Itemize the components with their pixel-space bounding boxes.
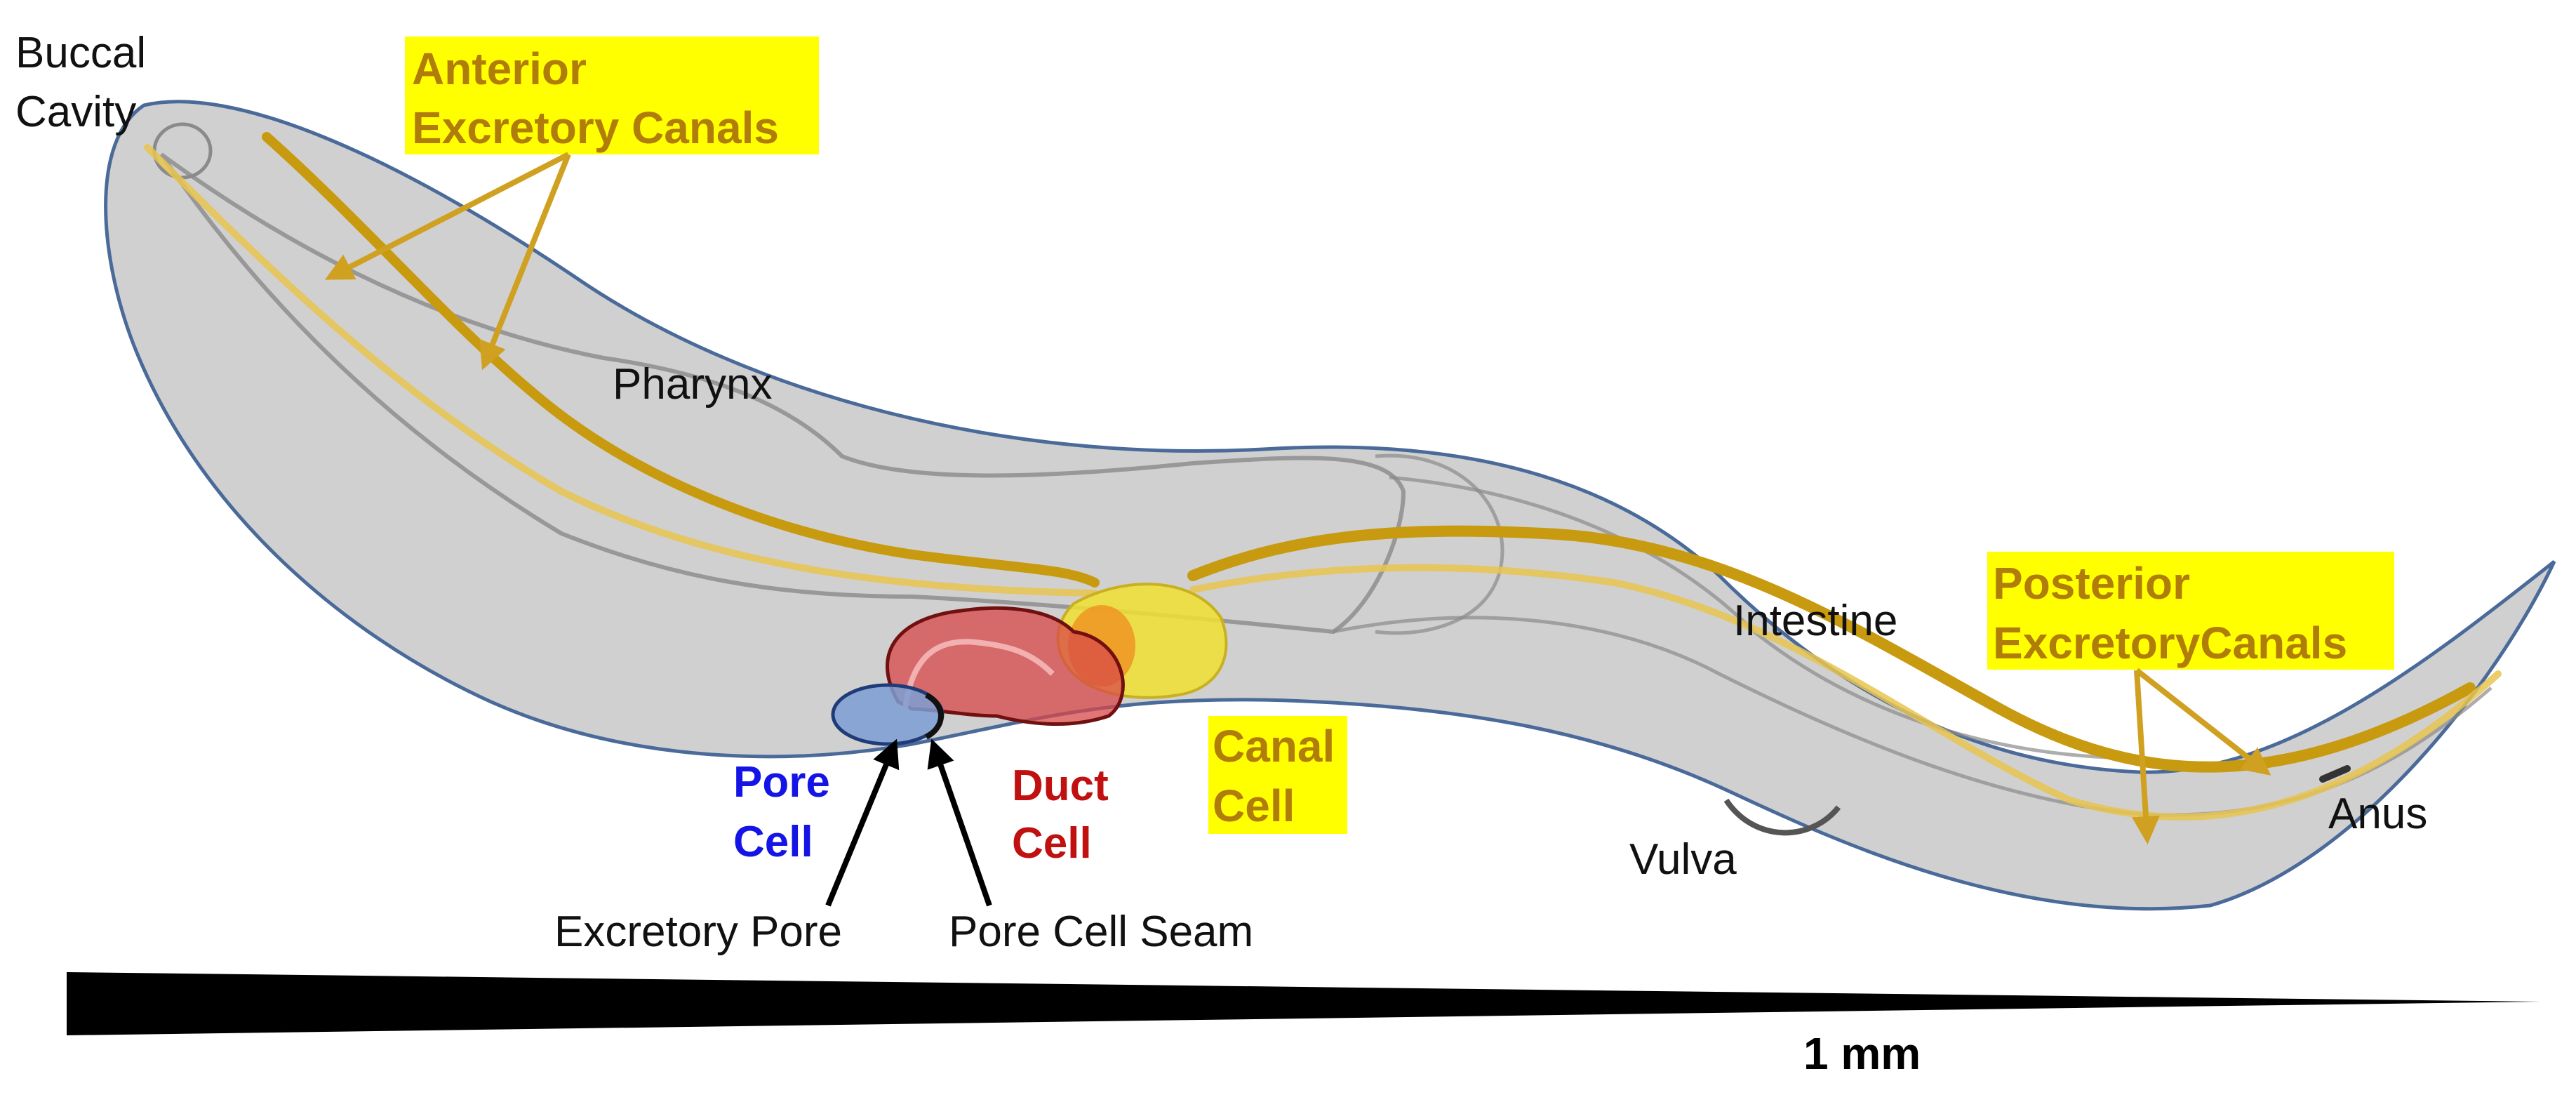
pore-cell-label: Pore Cell — [733, 758, 842, 866]
canal-cell-box — [1208, 716, 1347, 834]
anterior-canals-label-line2: Excretory Canals — [412, 102, 779, 153]
anterior-canals-box — [405, 36, 819, 154]
anterior-canal-lower — [144, 144, 1098, 597]
duct-cell-lumen — [902, 639, 1055, 710]
pore-cell-seam-label: Pore Cell Seam — [949, 908, 1253, 956]
posterior-canals-box — [1987, 552, 2394, 670]
pore-cell-label-line1: Pore — [733, 758, 830, 807]
vulva-label: Vulva — [1629, 835, 1737, 884]
posterior-arrow-2 — [2135, 668, 2271, 776]
duct-cell-label: Duct Cell — [1012, 762, 1121, 868]
canal-cell-label: Canal Cell — [1213, 721, 1347, 831]
excretory-pore-arrow — [825, 738, 900, 907]
duct-cell-label-line1: Duct — [1012, 762, 1109, 810]
duct-cell-label-line2: Cell — [1012, 819, 1092, 868]
scale-bar-label: 1 mm — [1803, 1028, 1921, 1079]
anterior-arrow-2 — [479, 153, 571, 371]
pharynx-outline — [159, 152, 1406, 635]
buccal-cavity-label-line1: Buccal — [15, 29, 146, 77]
intestine-label: Intestine — [1733, 597, 1897, 645]
pore-cell-seam — [924, 692, 944, 740]
posterior-canal-lower — [1189, 564, 2502, 821]
excretory-pore-label: Excretory Pore — [554, 908, 842, 956]
anus-label: Anus — [2328, 790, 2427, 838]
buccal-cavity-label: Buccal Cavity — [15, 29, 158, 136]
duct-cell — [886, 606, 1125, 726]
posterior-arrow-1 — [2132, 670, 2160, 844]
posterior-canals-label: Posterior ExcretoryCanals — [1993, 558, 2347, 668]
pharynx-bulb — [1375, 453, 1504, 635]
canal-cell-label-line2: Cell — [1213, 781, 1295, 831]
anterior-canals-label-line1: Anterior — [412, 44, 587, 94]
buccal-cavity-label-line2: Cavity — [15, 88, 136, 136]
anus-shape — [2319, 765, 2351, 783]
pharynx-label: Pharynx — [613, 360, 772, 409]
posterior-canals-label-line1: Posterior — [1993, 558, 2190, 609]
pore-cell-seam-arrow — [927, 738, 992, 907]
posterior-canals-label-line2: ExcretoryCanals — [1993, 618, 2347, 668]
anterior-arrow-1 — [324, 152, 570, 280]
anterior-canals-label: Anterior Excretory Canals — [412, 44, 779, 153]
anterior-canal-upper — [262, 132, 1100, 588]
scale-bar — [67, 972, 2540, 1035]
vulva-shape — [1723, 798, 1841, 836]
worm-body — [104, 100, 2556, 911]
canal-cell-label-line1: Canal — [1213, 721, 1335, 771]
pore-cell-label-line2: Cell — [733, 818, 813, 866]
posterior-canal-upper — [1187, 525, 2476, 773]
